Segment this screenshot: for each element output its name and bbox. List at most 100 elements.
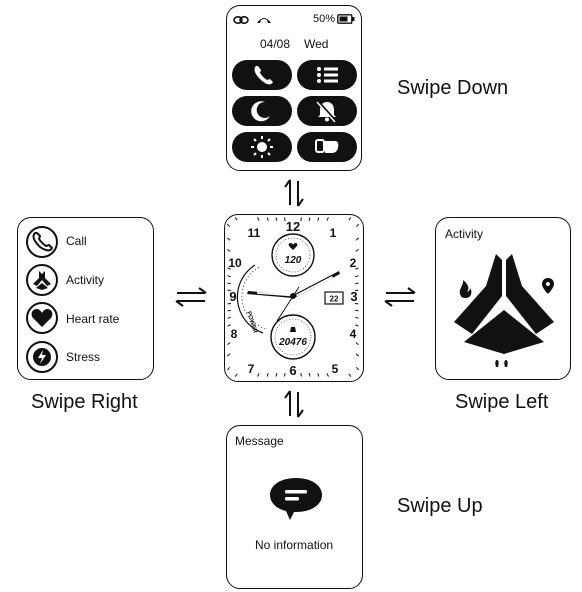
numeral-2: 2 bbox=[350, 256, 357, 270]
minute-tick bbox=[234, 373, 238, 377]
minute-tick bbox=[355, 275, 359, 278]
minute-tick bbox=[308, 217, 311, 222]
subdial-steps-icon bbox=[290, 327, 296, 332]
steps-icon bbox=[495, 360, 508, 367]
message-screen-title: Message bbox=[235, 434, 284, 448]
activity-icon bbox=[33, 271, 51, 290]
power-arc bbox=[236, 264, 264, 334]
swipe-horizontal-arrow-left bbox=[175, 287, 207, 307]
minute-tick bbox=[355, 267, 359, 270]
swipe-vertical-arrow-top bbox=[284, 179, 304, 207]
date-value: 22 bbox=[330, 295, 339, 304]
minute-tick bbox=[326, 217, 329, 221]
heart-rate-item-icon-frame[interactable] bbox=[26, 302, 58, 334]
minute-tick bbox=[317, 373, 320, 377]
minute-tick bbox=[227, 316, 231, 319]
minute-tick bbox=[355, 237, 359, 241]
minute-tick bbox=[317, 217, 320, 221]
swipe-horizontal-arrow-right bbox=[384, 287, 416, 307]
steps-subdial bbox=[270, 314, 316, 360]
call-item-label[interactable]: Call bbox=[66, 234, 87, 248]
activity-rings-icon bbox=[454, 254, 554, 367]
bell-off-icon bbox=[316, 100, 337, 123]
no-information-text: No information bbox=[255, 538, 334, 552]
call-item-icon-frame[interactable] bbox=[26, 226, 58, 258]
shortcut-menu-screen: Call Activity Heart rate Stress bbox=[17, 217, 154, 380]
swipe-up-label: Swipe Up bbox=[397, 495, 483, 517]
minute-tick bbox=[348, 373, 352, 377]
sleep-mode-button[interactable] bbox=[232, 96, 292, 126]
watch-face-button[interactable] bbox=[297, 132, 357, 162]
swipe-left-label: Swipe Left bbox=[455, 391, 549, 413]
heart-rate-item-label[interactable]: Heart rate bbox=[66, 312, 120, 326]
battery-icon bbox=[337, 14, 355, 24]
phone-icon bbox=[32, 232, 53, 252]
minute-tick bbox=[355, 248, 359, 252]
numeral-3: 3 bbox=[350, 289, 357, 304]
stress-item-label[interactable]: Stress bbox=[66, 350, 101, 364]
call-status-icon bbox=[257, 18, 271, 23]
minute-tick bbox=[257, 373, 260, 377]
swipe-down-label: Swipe Down bbox=[397, 77, 509, 99]
minute-tick bbox=[234, 217, 238, 221]
numeral-10: 10 bbox=[228, 256, 242, 270]
minute-tick bbox=[355, 324, 359, 327]
swipe-right-label: Swipe Right bbox=[31, 391, 138, 413]
minute-tick bbox=[355, 366, 360, 371]
minute-tick bbox=[227, 324, 231, 327]
activity-item-label[interactable]: Activity bbox=[66, 273, 105, 287]
brightness-icon bbox=[251, 136, 273, 158]
message-bubble-icon bbox=[270, 478, 322, 520]
watch-face-dial: 12 1 2 3 4 5 6 7 8 9 10 11 120 20476 POW… bbox=[226, 217, 360, 378]
phone-button[interactable] bbox=[232, 60, 292, 90]
do-not-disturb-button[interactable] bbox=[297, 96, 357, 126]
heart-value: 120 bbox=[285, 255, 302, 266]
minute-tick bbox=[275, 372, 278, 377]
battery-percent: 50% bbox=[313, 13, 336, 25]
numeral-11: 11 bbox=[248, 226, 261, 240]
numeral-1: 1 bbox=[330, 226, 337, 240]
stress-item-icon-frame[interactable] bbox=[26, 341, 58, 373]
minute-tick bbox=[227, 248, 231, 252]
steps-value: 20476 bbox=[278, 337, 307, 348]
minute-tick bbox=[227, 267, 231, 270]
minute-tick bbox=[227, 309, 232, 312]
minute-tick bbox=[355, 353, 359, 357]
second-hand bbox=[276, 286, 300, 322]
numeral-7: 7 bbox=[248, 362, 255, 376]
swipe-vertical-arrow-bottom bbox=[284, 390, 304, 418]
brightness-button[interactable] bbox=[232, 132, 292, 162]
activity-item-icon-frame[interactable] bbox=[26, 264, 58, 296]
minute-tick bbox=[326, 373, 329, 377]
heart-icon bbox=[31, 309, 53, 327]
stress-icon bbox=[33, 348, 51, 366]
numeral-12: 12 bbox=[286, 219, 300, 234]
heart-subdial bbox=[271, 233, 315, 277]
minute-tick bbox=[275, 217, 278, 222]
minute-tick bbox=[226, 223, 231, 228]
minute-tick bbox=[257, 217, 260, 221]
minute-tick bbox=[348, 217, 352, 221]
numeral-8: 8 bbox=[231, 327, 238, 341]
activity-screen-title: Activity bbox=[445, 227, 484, 241]
minute-tick bbox=[355, 342, 359, 346]
minute-tick bbox=[355, 223, 360, 228]
minute-tick bbox=[227, 353, 231, 357]
moon-icon bbox=[251, 101, 270, 122]
numeral-6: 6 bbox=[289, 363, 296, 378]
minute-tick bbox=[355, 316, 359, 319]
numeral-5: 5 bbox=[332, 362, 339, 376]
fire-icon bbox=[459, 280, 472, 298]
message-screen: Message No information bbox=[226, 425, 363, 589]
date-text: 04/08 bbox=[260, 37, 291, 51]
menu-button[interactable] bbox=[297, 60, 357, 90]
minute-tick bbox=[226, 366, 231, 371]
minute-tick bbox=[227, 275, 231, 278]
watch-face-icon bbox=[315, 139, 339, 153]
minute-tick bbox=[227, 342, 231, 346]
activity-screen: Activity bbox=[435, 217, 571, 380]
minute-tick bbox=[354, 309, 359, 312]
minute-tick bbox=[227, 237, 231, 241]
phone-icon bbox=[254, 66, 273, 85]
watch-face-screen[interactable]: 12 1 2 3 4 5 6 7 8 9 10 11 120 20476 POW… bbox=[224, 214, 364, 382]
